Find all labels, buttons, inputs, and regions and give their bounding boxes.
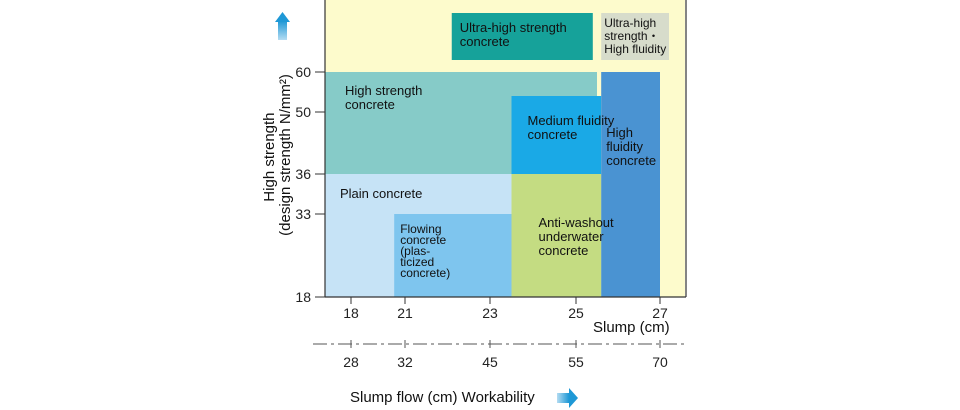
- region-label-line: strength・: [604, 29, 659, 43]
- region-ultra-high-fluidity: [601, 13, 669, 60]
- region-label-line: underwater: [539, 229, 605, 244]
- region-label-line: High: [606, 125, 633, 140]
- right-arrow-icon: [557, 388, 578, 408]
- region-label-line: Anti-washout: [539, 215, 615, 230]
- flow-tick-label: 45: [482, 354, 498, 370]
- y-axis-title-line-2: (design strength N/mm²): [277, 74, 294, 236]
- x-tick-label: 25: [568, 305, 584, 321]
- flow-ticks: 28 32 45 55 70: [343, 340, 668, 370]
- region-high-fluidity: [601, 72, 660, 297]
- region-label-line: Flowing: [400, 222, 441, 236]
- region-label-line: concrete): [400, 266, 450, 280]
- y-tick-label: 60: [295, 64, 311, 80]
- flow-tick-label: 28: [343, 354, 359, 370]
- x-tick-label: 23: [482, 305, 498, 321]
- flow-axis-title: Slump flow (cm) Workability: [350, 389, 535, 406]
- y-tick-label: 18: [295, 289, 311, 305]
- region-flowing: [394, 214, 512, 297]
- x-tick-label: 18: [343, 305, 359, 321]
- region-label-line: concrete: [539, 243, 589, 258]
- region-label-line: Ultra-high strength: [460, 20, 567, 35]
- region-ultra-high-strength: [451, 13, 593, 60]
- region-label-line: Plain concrete: [340, 186, 422, 201]
- region-label-line: concrete: [528, 127, 578, 142]
- y-ticks: 18 33 36 50 60: [295, 64, 325, 305]
- x-ticks: 18 21 23 25 27: [343, 297, 668, 321]
- region-label-line: concrete: [400, 233, 446, 247]
- flow-tick-label: 32: [397, 354, 413, 370]
- region-medium-fluidity: [511, 96, 602, 174]
- region-label-plain: Plain concrete: [340, 186, 422, 201]
- y-axis-title: High strength (design strength N/mm²): [261, 74, 294, 236]
- region-label-line: High strength: [345, 83, 422, 98]
- up-arrow-icon: [275, 12, 290, 40]
- region-label-line: concrete: [606, 153, 656, 168]
- flow-tick-label: 70: [652, 354, 668, 370]
- region-label-line: (plas-: [400, 244, 430, 258]
- region-label-line: concrete: [345, 97, 395, 112]
- y-tick-label: 36: [295, 166, 311, 182]
- x-tick-label: 21: [397, 305, 413, 321]
- y-tick-label: 33: [295, 206, 311, 222]
- y-tick-label: 50: [295, 104, 311, 120]
- region-label-line: concrete: [460, 34, 510, 49]
- region-label-line: Medium fluidity: [528, 113, 615, 128]
- region-label-line: fluidity: [606, 139, 643, 154]
- region-anti-washout: [511, 174, 602, 297]
- x-axis-title: Slump (cm): [593, 319, 670, 336]
- flow-tick-label: 55: [568, 354, 584, 370]
- region-label-line: ticized: [400, 255, 434, 269]
- x-tick-label: 27: [652, 305, 668, 321]
- region-label-line: High fluidity: [604, 42, 666, 56]
- y-axis-title-line-1: High strength: [261, 112, 278, 201]
- region-label-line: Ultra-high: [604, 16, 656, 30]
